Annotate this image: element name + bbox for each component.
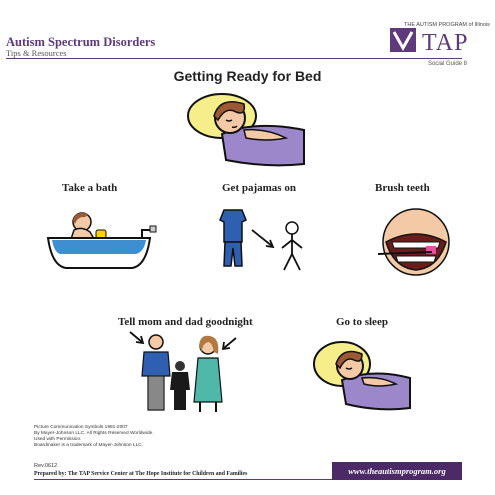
guide-label: Social Guide 8 <box>428 61 468 67</box>
revision-label: Rev.0612 <box>34 463 58 469</box>
family-icon <box>129 331 237 412</box>
brush-teeth-icon <box>377 208 450 276</box>
header-subtitle: Tips & Resources <box>6 48 67 58</box>
bathtub-icon <box>46 212 157 269</box>
page-title: Getting Ready for Bed <box>173 68 322 84</box>
header-title: Autism Spectrum Disorders <box>6 35 156 49</box>
credits-line: Boardmaker is a trademark of Mayer-Johns… <box>34 443 144 448</box>
website-url[interactable]: www.theautismprogram.org <box>348 466 446 476</box>
credits-block: Picture Communication Symbols 1981-2007 … <box>34 425 154 449</box>
header-divider <box>6 58 462 59</box>
footer-divider <box>34 479 332 480</box>
logo-mark-icon <box>390 28 416 52</box>
sleeping-top-icon <box>187 93 305 167</box>
prepared-by: Prepared by: The TAP Service Center at T… <box>34 471 248 477</box>
credits-line: Used with Permission. <box>34 437 82 442</box>
tap-logo: THE AUTISM PROGRAM of Illinois TAP <box>388 22 490 56</box>
logo-text: TAP <box>422 30 469 56</box>
logo-small-text: THE AUTISM PROGRAM of Illinois <box>404 22 490 28</box>
step-label-pajamas: Get pajamas on <box>222 182 296 194</box>
step-label-teeth: Brush teeth <box>375 182 430 194</box>
step-label-bath: Take a bath <box>62 182 118 194</box>
sleeping-icon <box>313 341 411 411</box>
credits-line: By Mayer-Johnson LLC. All Rights Reserve… <box>34 431 154 436</box>
step-label-goodnight: Tell mom and dad goodnight <box>118 316 253 328</box>
website-link[interactable]: www.theautismprogram.org <box>332 462 462 480</box>
step-label-sleep: Go to sleep <box>336 316 388 328</box>
credits-line: Picture Communication Symbols 1981-2007 <box>34 425 128 430</box>
pajamas-icon <box>219 209 303 271</box>
